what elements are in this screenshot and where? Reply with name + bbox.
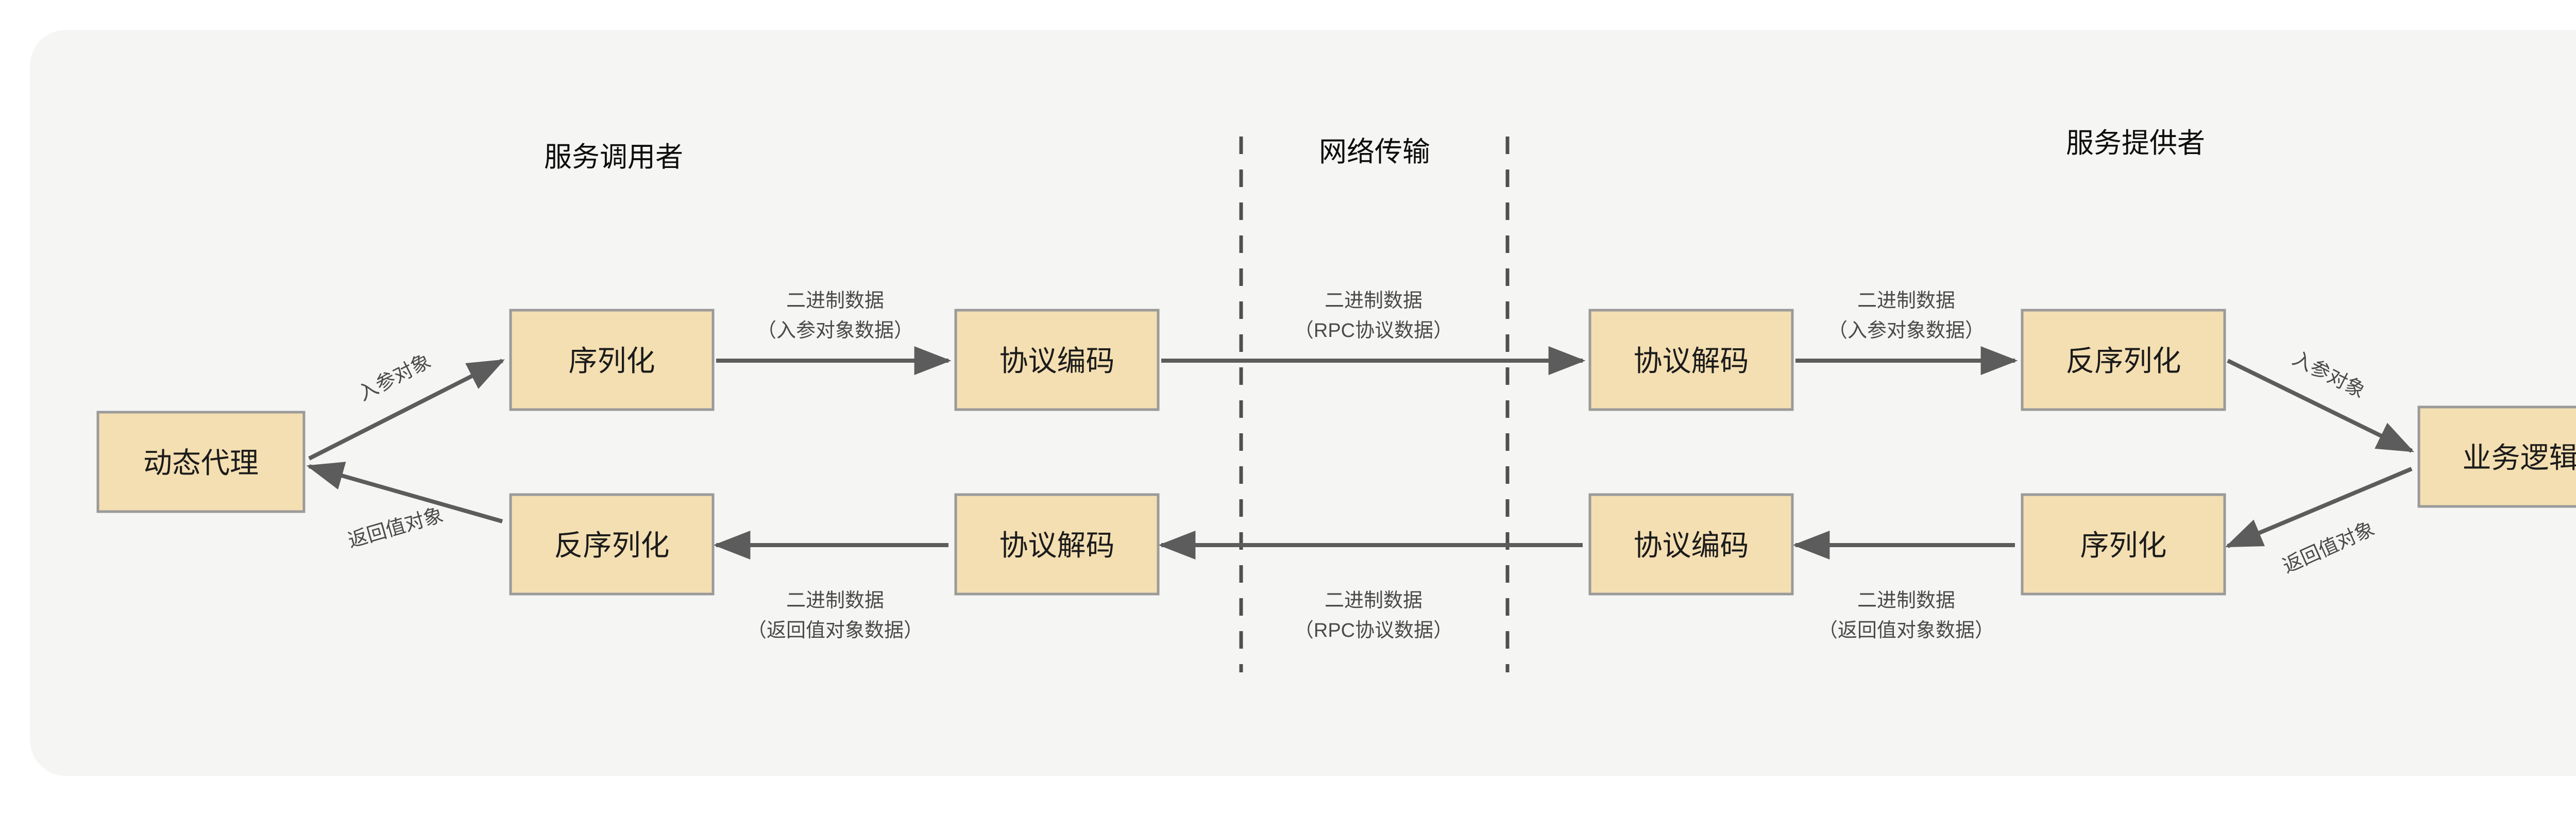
- section-header-network: 网络传输: [1319, 137, 1430, 167]
- node-label-dynamic-proxy: 动态代理: [143, 447, 259, 479]
- edge-label-line1: 二进制数据: [786, 590, 884, 612]
- edge-label-encode-to-decode-b: 二进制数据 （RPC协议数据）: [1294, 590, 1453, 641]
- node-label-serialize-bottom: 序列化: [2080, 529, 2167, 562]
- node-label-deserialize-bottom: 反序列化: [554, 529, 670, 562]
- edge-label-line2: （RPC协议数据）: [1294, 320, 1453, 342]
- node-box-serialize-top: [509, 309, 715, 411]
- edge-proxy-to-serialize: [308, 359, 505, 461]
- node-box-protocol-decode-top: [1588, 309, 1794, 411]
- node-protocol-encode-bot[interactable]: 协议编码: [1588, 493, 1794, 596]
- node-dynamic-proxy[interactable]: 动态代理: [96, 411, 306, 513]
- edge-label-line1: 二进制数据: [786, 290, 884, 312]
- edge-label-serialize-to-encode: 二进制数据 （入参对象数据）: [757, 290, 913, 342]
- section-header-provider: 服务提供者: [2066, 128, 2205, 159]
- edge-label-decode-to-deser-b: 二进制数据 （返回值对象数据）: [747, 590, 923, 641]
- node-label-deserialize-top: 反序列化: [2066, 345, 2181, 377]
- edge-logic-to-serialize: [2225, 467, 2413, 548]
- edge-deserialize-to-logic: [2227, 359, 2415, 453]
- edge-label-encode-to-decode: 二进制数据 （RPC协议数据）: [1294, 290, 1453, 342]
- node-box-serialize-bottom: [2021, 493, 2226, 596]
- node-protocol-decode-bot[interactable]: 协议解码: [954, 493, 1160, 596]
- edge-label-serialize-to-encode-b: 二进制数据 （返回值对象数据）: [1818, 590, 1994, 641]
- section-header-consumer: 服务调用者: [544, 142, 683, 173]
- edge-label-line2: （返回值对象数据）: [1818, 620, 1994, 641]
- node-serialize-bottom[interactable]: 序列化: [2021, 493, 2226, 596]
- node-box-deserialize-bottom: [509, 493, 715, 596]
- node-protocol-encode-top[interactable]: 协议编码: [954, 309, 1160, 411]
- node-label-protocol-decode-top: 协议解码: [1634, 345, 1749, 377]
- edge-label-decode-to-deserialize: 二进制数据 （入参对象数据）: [1828, 290, 1985, 342]
- node-box-business-logic: [2417, 405, 2576, 508]
- node-box-protocol-decode-bot: [954, 493, 1160, 596]
- node-label-protocol-decode-bot: 协议解码: [999, 529, 1115, 562]
- edge-label-line1: 二进制数据: [1325, 290, 1422, 312]
- edge-label-line1: 二进制数据: [1857, 590, 1955, 612]
- node-box-protocol-encode-bot: [1588, 493, 1794, 596]
- edge-label-line2: （RPC协议数据）: [1294, 620, 1453, 641]
- edge-label-line2: （返回值对象数据）: [747, 620, 923, 641]
- node-label-protocol-encode-top: 协议编码: [999, 345, 1115, 377]
- node-business-logic[interactable]: 业务逻辑: [2417, 405, 2576, 508]
- node-serialize-top[interactable]: 序列化: [509, 309, 715, 411]
- node-label-protocol-encode-bot: 协议编码: [1634, 529, 1749, 562]
- node-box-protocol-encode-top: [954, 309, 1160, 411]
- node-box-deserialize-top: [2021, 309, 2226, 411]
- edge-label-line1: 二进制数据: [1325, 590, 1422, 612]
- node-deserialize-top[interactable]: 反序列化: [2021, 309, 2226, 411]
- edge-label-line1: 二进制数据: [1857, 290, 1955, 312]
- node-label-serialize-top: 序列化: [569, 345, 655, 377]
- node-label-business-logic: 业务逻辑: [2463, 442, 2576, 474]
- edge-label-line2: （入参对象数据）: [757, 320, 913, 342]
- edge-label-line2: （入参对象数据）: [1828, 320, 1985, 342]
- edge-deserialize-to-proxy: [306, 462, 503, 523]
- node-box-dynamic-proxy: [96, 411, 306, 513]
- node-protocol-decode-top[interactable]: 协议解码: [1588, 309, 1794, 411]
- node-deserialize-bottom[interactable]: 反序列化: [509, 493, 715, 596]
